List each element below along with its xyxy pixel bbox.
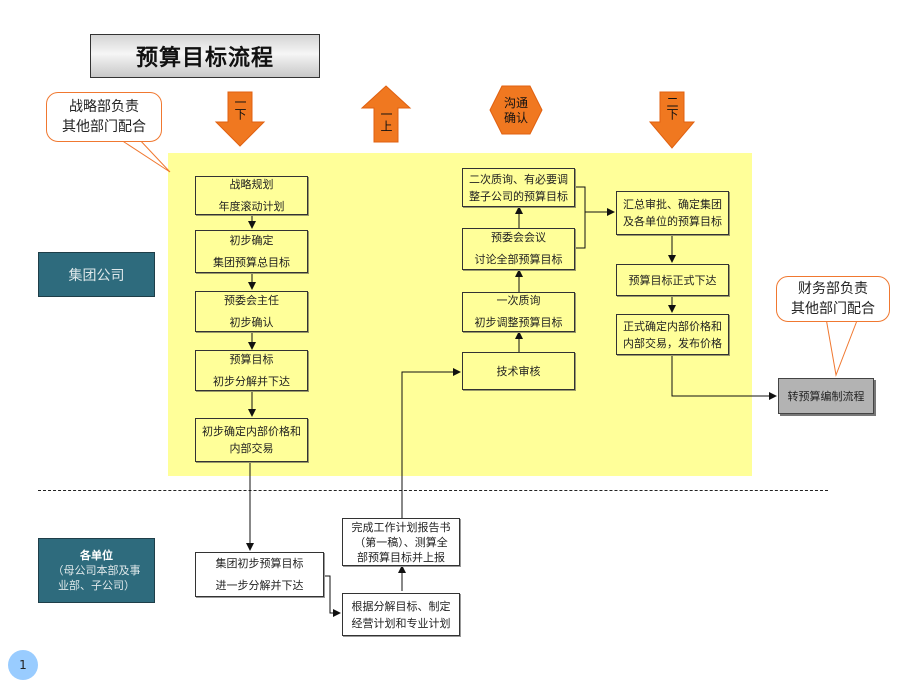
step-unit-report: 完成工作计划报告书（第一稿）、测算全部预算目标并上报	[342, 518, 460, 566]
step-initial-decompose: 预算目标初步分解并下达	[195, 350, 308, 391]
step-initial-internal-pricing: 初步确定内部价格和内部交易	[195, 418, 308, 462]
step-initial-group-target: 初步确定集团预算总目标	[195, 230, 308, 273]
second-down-label: 二下	[665, 96, 679, 120]
step-committee-chair-confirm: 预委会主任初步确认	[195, 291, 308, 332]
lane-label-group: 集团公司	[38, 252, 155, 297]
page-number-badge: 1	[8, 650, 38, 680]
lane-label-units: 各单位 （母公司本部及事 业部、子公司）	[38, 538, 155, 603]
strategy-dept-callout: 战略部负责 其他部门配合	[46, 92, 162, 142]
lane-divider	[38, 490, 828, 491]
step-consolidated-approval: 汇总审批、确定集团及各单位的预算目标	[616, 191, 729, 235]
step-strategic-plan: 战略规划年度滚动计划	[195, 176, 308, 215]
step-second-inquiry: 二次质询、有必要调整子公司的预算目标	[462, 168, 575, 207]
step-technical-review: 技术审核	[462, 352, 575, 390]
finance-callout-tail	[825, 317, 859, 377]
step-first-inquiry: 一次质询初步调整预算目标	[462, 292, 575, 332]
first-down-label: 一下	[233, 96, 247, 120]
step-formal-issue: 预算目标正式下达	[616, 264, 729, 296]
first-up-label: 一上	[379, 108, 393, 132]
step-unit-decompose: 集团初步预算目标进一步分解并下达	[195, 552, 324, 597]
strategy-callout-tail	[117, 137, 171, 173]
finance-dept-callout: 财务部负责 其他部门配合	[776, 276, 890, 322]
communicate-label: 沟通 确认	[503, 96, 528, 125]
diagram-title: 预算目标流程	[90, 34, 320, 78]
step-formal-internal-pricing: 正式确定内部价格和内部交易，发布价格	[616, 314, 729, 355]
next-process-budget-compilation[interactable]: 转预算编制流程	[778, 378, 874, 414]
step-committee-meeting: 预委会会议讨论全部预算目标	[462, 228, 575, 270]
step-unit-operating-plan: 根据分解目标、制定经营计划和专业计划	[342, 593, 460, 636]
